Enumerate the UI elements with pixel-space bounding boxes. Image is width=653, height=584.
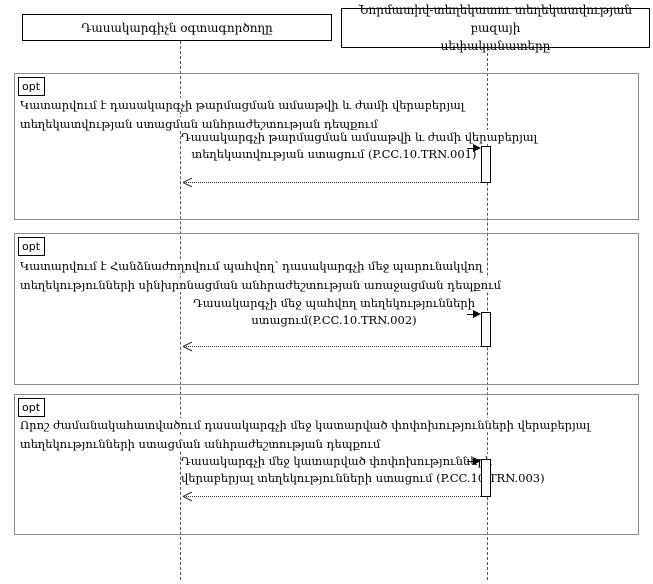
guard-line: տեղեկությունների ստացման անհրաժեշտության… [20, 437, 381, 451]
opt-fragment-3: opt [14, 394, 639, 535]
call-arrowhead-icon [473, 310, 481, 318]
lifeline-classifier-user [180, 41, 181, 580]
actor-label: Դասակարգիչն օգտագործողը [81, 20, 273, 35]
message-label-1: Դասակարգչի թարմացման ամսաթվի և ժամի վերա… [181, 130, 538, 164]
guard-line: Կատարվում է Հանձնաժողովում պահվող՝ դասակ… [20, 259, 483, 273]
call-arrow-1 [467, 144, 481, 153]
actor-label-line1: Նորմատիվ-տեղեկատու տեղեկատվության բազայի [358, 3, 633, 35]
guard-text-1: Կատարվում է դասակարգչի թարմացման ամսաթվի… [20, 98, 465, 136]
opt-fragment-1: opt [14, 73, 639, 220]
opt-operator-label: opt [18, 237, 46, 256]
call-arrowhead-icon [473, 144, 481, 152]
message-line: տեղեկատվության ստացում (P.CC.10.TRN.001) [191, 147, 477, 161]
activation-bar-3 [481, 459, 491, 497]
call-arrow-tail [467, 314, 475, 315]
guard-line: Կատարվում է դասակարգչի թարմացման ամսաթվի… [20, 98, 465, 112]
activation-bar-1 [481, 146, 491, 183]
return-arrow-3 [182, 491, 481, 502]
message-line: վերաբերյալ տեղեկությունների ստացում (P.C… [181, 471, 545, 485]
call-arrow-tail [467, 148, 475, 149]
guard-text-2: Կատարվում է Հանձնաժողովում պահվող՝ դասակ… [20, 259, 502, 297]
message-line: Դասակարգչի թարմացման ամսաթվի և ժամի վերա… [181, 130, 538, 144]
call-arrow-3 [467, 457, 481, 466]
actor-label-line2: սեփականատերը [440, 39, 551, 53]
message-line: ստացում(P.CC.10.TRN.002) [251, 313, 417, 327]
message-label-2: Դասակարգչի մեջ պահվող տեղեկությունների ս… [181, 296, 487, 330]
activation-bar-2 [481, 312, 491, 347]
message-line: Դասակարգչի մեջ կատարված փոփոխությունների [181, 454, 493, 468]
guard-text-3: Որոշ ժամանակահատվածում դասակարգչի մեջ կա… [20, 418, 591, 456]
opt-operator-label: opt [18, 77, 46, 96]
message-line: Դասակարգչի մեջ պահվող տեղեկությունների [192, 296, 475, 310]
opt-operator-label: opt [18, 398, 46, 417]
guard-line: տեղեկությունների սինխրոնացման անհրաժեշտո… [20, 278, 502, 292]
actor-box-reference-db-owner: Նորմատիվ-տեղեկատու տեղեկատվության բազայի… [341, 3, 650, 53]
guard-line: Որոշ ժամանակահատվածում դասակարգչի մեջ կա… [20, 418, 591, 432]
return-arrow-2 [182, 341, 481, 352]
guard-line: տեղեկատվության ստացման անհրաժեշտության դ… [20, 117, 378, 131]
return-arrow-1 [182, 177, 481, 188]
call-arrow-2 [467, 310, 481, 319]
actor-box-classifier-user: Դասակարգիչն օգտագործողը [22, 14, 332, 41]
call-arrowhead-icon [473, 457, 481, 465]
call-arrow-tail [467, 461, 475, 462]
message-label-3: Դասակարգչի մեջ կատարված փոփոխությունների… [181, 454, 545, 488]
opt-fragment-2: opt [14, 233, 639, 385]
